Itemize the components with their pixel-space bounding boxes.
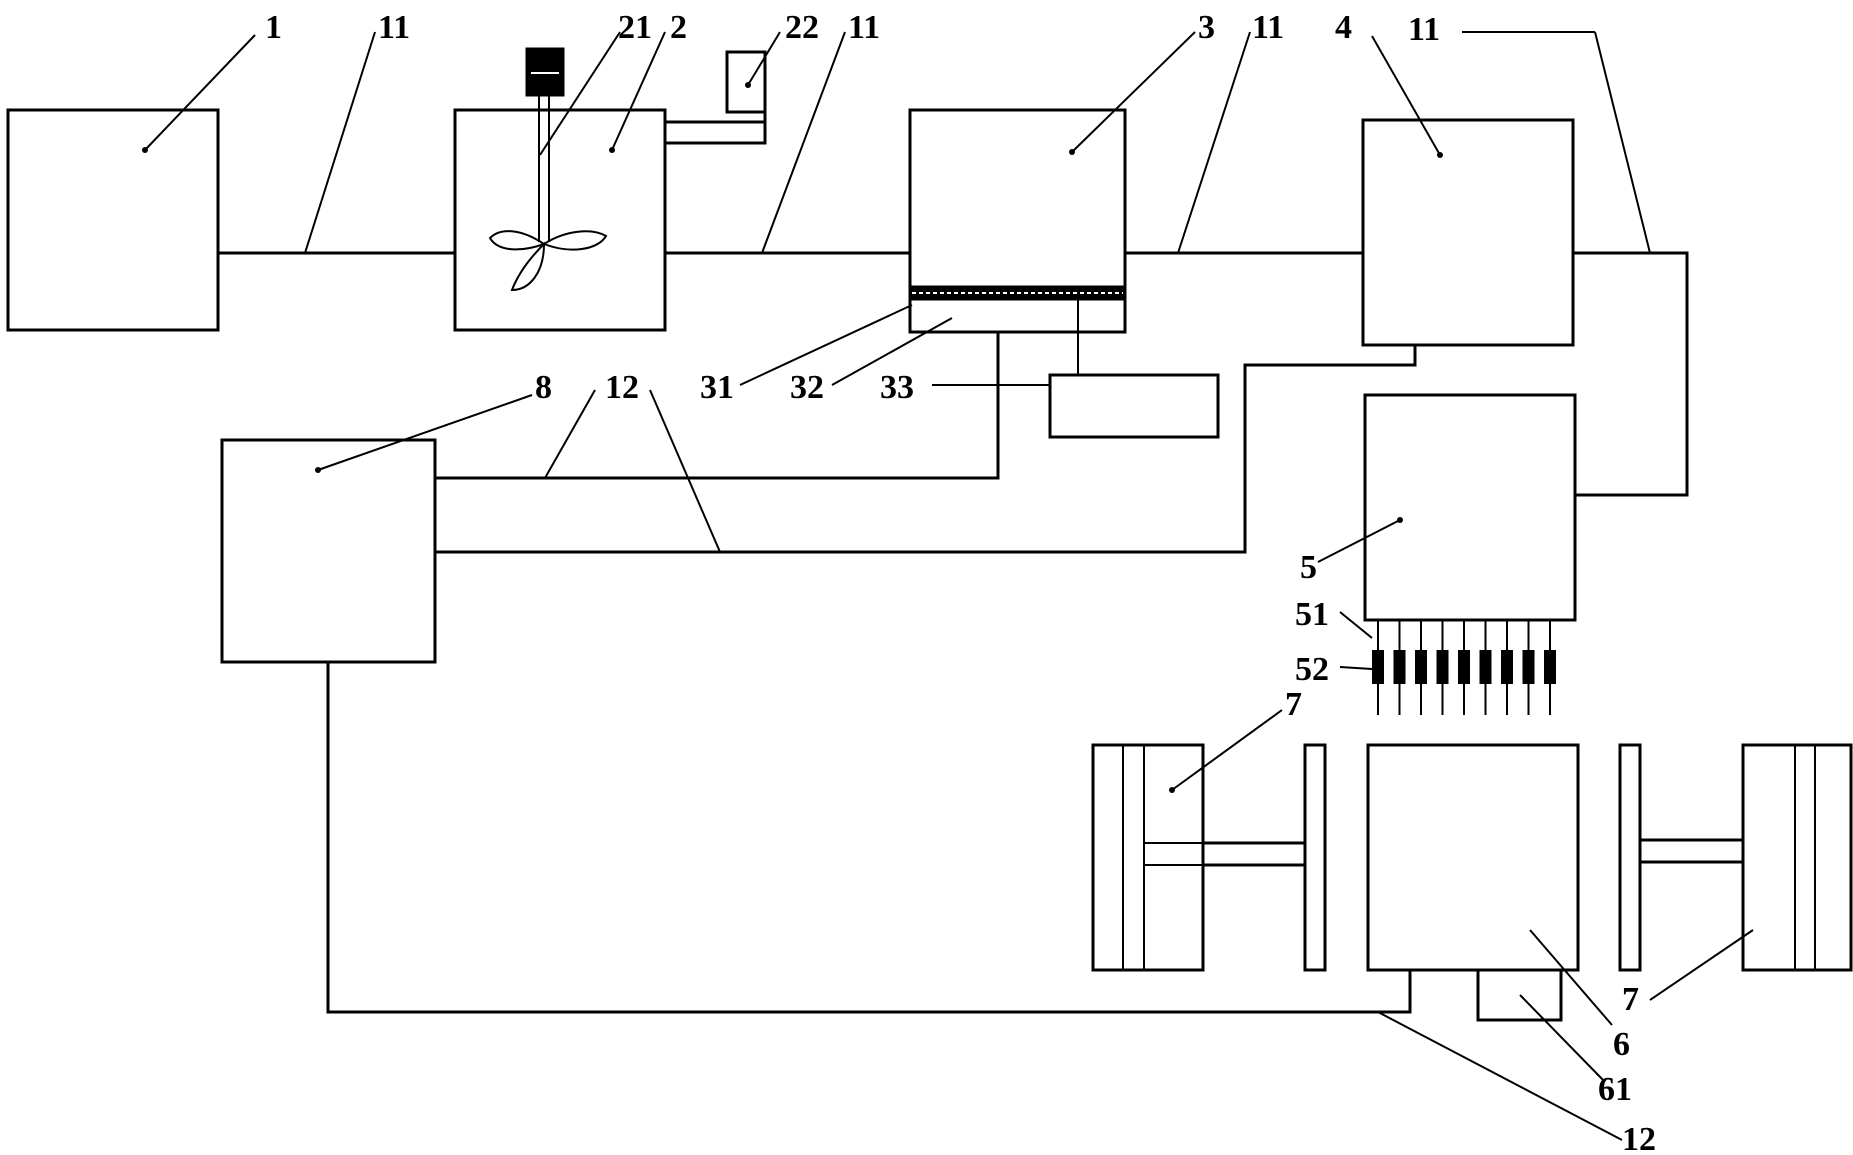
nozzle-body <box>1415 650 1427 684</box>
label-11-b: 11 <box>848 9 880 46</box>
label-31: 31 <box>700 369 734 406</box>
label-7-right: 7 <box>1622 981 1639 1018</box>
label-8: 8 <box>535 369 552 406</box>
nozzle-body <box>1393 650 1406 684</box>
control-line-12-to-4 <box>435 345 1417 554</box>
label-11-c: 11 <box>1252 9 1284 46</box>
unit-22-box <box>725 50 767 114</box>
unit-4-box <box>1361 118 1575 347</box>
label-12-b: 12 <box>1622 1121 1656 1155</box>
unit-61-box <box>1476 968 1563 1022</box>
unit-6-box <box>1366 743 1580 972</box>
label-11-a: 11 <box>378 9 410 46</box>
label-12-a: 12 <box>605 369 639 406</box>
nozzle-array <box>1372 620 1556 715</box>
nozzle-body <box>1458 650 1470 684</box>
unit-33-box <box>1048 373 1220 439</box>
label-1: 1 <box>265 9 282 46</box>
impeller-icon <box>488 230 608 292</box>
nozzle-body <box>1501 650 1513 684</box>
label-4: 4 <box>1335 9 1352 46</box>
label-21: 21 <box>618 9 652 46</box>
clamp-7-left-jaw <box>1303 743 1327 972</box>
unit-8-box <box>220 438 437 664</box>
label-7-left: 7 <box>1285 686 1302 723</box>
nozzle-body <box>1544 650 1556 684</box>
clamp-7-left-plate <box>1091 743 1205 972</box>
label-2: 2 <box>670 9 687 46</box>
unit-5-box <box>1363 393 1577 622</box>
control-line-12-to-6 <box>326 662 1412 1014</box>
label-61: 61 <box>1598 1071 1632 1108</box>
nozzle-body <box>1372 650 1384 684</box>
unit-1-box <box>6 108 220 332</box>
label-11-d: 11 <box>1408 11 1440 48</box>
label-6: 6 <box>1613 1026 1630 1063</box>
label-22: 22 <box>785 9 819 46</box>
pipe-11-d <box>1573 251 1689 497</box>
label-32: 32 <box>790 369 824 406</box>
unit-2-box <box>453 108 667 332</box>
nozzle-body <box>1436 650 1449 684</box>
clamp-7-left-rod <box>1201 841 1307 867</box>
label-52: 52 <box>1295 651 1329 688</box>
clamp-7-right-jaw <box>1618 743 1642 972</box>
nozzle-body <box>1522 650 1535 684</box>
control-line-12-to-3 <box>435 332 1000 480</box>
label-5: 5 <box>1300 549 1317 586</box>
label-3: 3 <box>1198 9 1215 46</box>
nozzle-body <box>1479 650 1492 684</box>
clamp-7-right-plate <box>1741 743 1853 972</box>
label-33: 33 <box>880 369 914 406</box>
label-51: 51 <box>1295 596 1329 633</box>
